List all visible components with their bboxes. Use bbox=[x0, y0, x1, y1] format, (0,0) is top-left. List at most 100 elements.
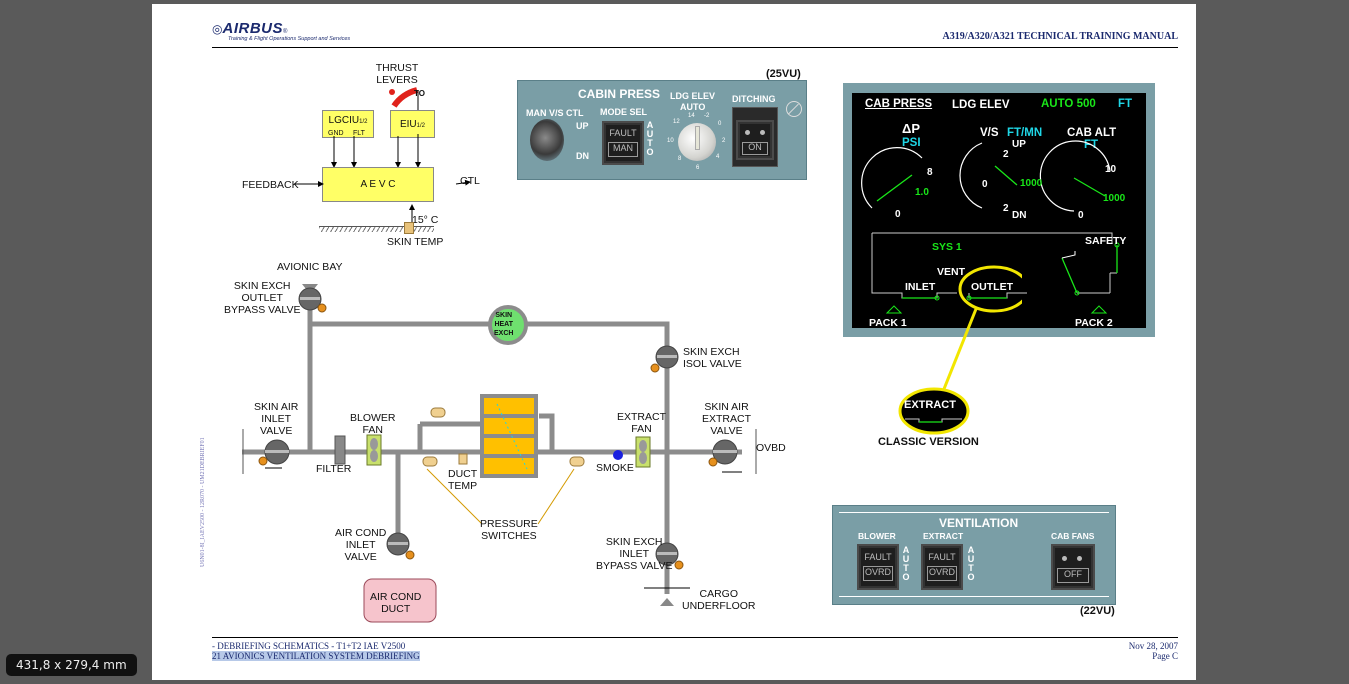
pressure-switch-icon bbox=[430, 407, 446, 418]
ecam-psi-unit: PSI bbox=[902, 137, 921, 149]
cabin-press-title: CABIN PRESS bbox=[578, 87, 661, 101]
skin-exch-isol-label: SKIN EXCH ISOL VALVE bbox=[683, 346, 742, 370]
classic-version-label: CLASSIC VERSION bbox=[878, 436, 979, 448]
fuselage-skin bbox=[319, 226, 434, 232]
cab-alt-gauge-needle bbox=[1073, 177, 1106, 197]
brand-name: AIRBUS bbox=[222, 20, 283, 37]
airbus-logo: ◎AIRBUS® Training & Flight Operations Su… bbox=[212, 20, 351, 42]
lgciu-box: LGCIU1/2 GND FLT bbox=[322, 110, 374, 138]
duct-temp-sensor-icon bbox=[458, 453, 468, 465]
ecam-sys-label: SYS 1 bbox=[932, 241, 962, 253]
aevc-arrows bbox=[331, 134, 471, 224]
extract-button[interactable]: FAULT OVRD bbox=[921, 544, 963, 590]
ldg-elev-knob[interactable] bbox=[678, 123, 716, 161]
ecam-cab-alt-label: CAB ALT bbox=[1067, 127, 1117, 139]
avionics-equipments-label-icon bbox=[496, 403, 528, 470]
air-cond-duct-label: AIR COND DUCT bbox=[370, 591, 422, 615]
pressure-switch-icon bbox=[422, 456, 438, 467]
ecam-ftmn-unit: FT/MN bbox=[1007, 127, 1043, 139]
mode-sel-button[interactable]: FAULT MAN bbox=[602, 121, 644, 165]
air-cond-inlet-label: AIR COND INLET VALVE bbox=[335, 527, 387, 563]
ecam-gauges bbox=[861, 140, 1120, 314]
panel-22vu-id: (22VU) bbox=[1080, 605, 1115, 617]
vs-zero-tick: 0 bbox=[982, 179, 988, 190]
vent-frame bbox=[872, 232, 1113, 243]
ecam-screen: CAB PRESS LDG ELEV AUTO 500 FT ΔP PSI V/… bbox=[852, 93, 1146, 329]
pressure-switch-icon bbox=[569, 456, 585, 467]
ventilation-schematic bbox=[242, 284, 757, 623]
motor-icon bbox=[405, 550, 415, 560]
vs-value: 1000 bbox=[1020, 178, 1043, 189]
ecam-auto-value: AUTO 500 bbox=[1041, 98, 1096, 110]
temp-label: 15° C bbox=[412, 214, 439, 226]
man-vs-ctl-toggle[interactable] bbox=[530, 119, 564, 161]
vs-gauge-arc bbox=[959, 142, 983, 209]
skin-heat-exch-icon bbox=[488, 305, 528, 345]
ecam-vs-label: V/S bbox=[980, 127, 999, 139]
vs-dn-tick: 2 bbox=[1003, 203, 1009, 214]
panel-25vu-id: (25VU) bbox=[766, 68, 801, 80]
ventilation-title: VENTILATION bbox=[939, 516, 1019, 530]
footer-date: Nov 28, 2007 bbox=[1128, 641, 1178, 651]
avionic-bay-label: AVIONIC BAY bbox=[277, 261, 343, 273]
skin-air-inlet-label: SKIN AIR INLET VALVE bbox=[254, 401, 299, 437]
feedback-label: FEEDBACK bbox=[242, 179, 299, 191]
ditching-label: DITCHING bbox=[732, 94, 776, 104]
footer-chapter: - DEBRIEFING SCHEMATICS - T1+T2 IAE V250… bbox=[212, 641, 406, 651]
header-divider bbox=[212, 47, 1178, 48]
motor-icon bbox=[708, 457, 718, 467]
vs-up-tick: 2 bbox=[1003, 149, 1009, 160]
vs-up-label: UP bbox=[1012, 139, 1026, 150]
extract-fan-label: EXTRACT FAN bbox=[617, 411, 667, 435]
ditching-button[interactable]: ON bbox=[736, 120, 774, 160]
eiu-box: EIU1/2 bbox=[390, 110, 435, 138]
pressure-switch-leader bbox=[537, 468, 575, 525]
ventilation-panel: VENTILATION BLOWER EXTRACT CAB FANS FAUL… bbox=[832, 505, 1116, 605]
ecam-safety-label: SAFETY bbox=[1085, 235, 1127, 247]
man-vs-ctl-label: MAN V/S CTL bbox=[526, 108, 584, 118]
alt-max-tick: 10 bbox=[1105, 164, 1117, 175]
ldg-elev-auto-label: AUTO bbox=[680, 102, 706, 112]
vs-dn-label: DN bbox=[1012, 210, 1027, 221]
mode-sel-label: MODE SEL bbox=[600, 107, 648, 117]
ditching-guard[interactable]: ON bbox=[732, 107, 778, 167]
motor-icon bbox=[650, 363, 660, 373]
pressure-switches-label: PRESSURE SWITCHES bbox=[480, 518, 538, 542]
blower-fan-label: BLOWER FAN bbox=[350, 412, 396, 436]
blower-button[interactable]: FAULT OVRD bbox=[857, 544, 899, 590]
to-label: TO bbox=[414, 89, 425, 98]
footer-page: Page C bbox=[1152, 651, 1178, 661]
panel-screw-icon bbox=[786, 101, 802, 117]
footer-section-title: 21 AVIONICS VENTILATION SYSTEM DEBRIEFIN… bbox=[212, 651, 420, 661]
ecam-vent-label: VENT bbox=[937, 266, 966, 278]
up-label: UP bbox=[576, 121, 589, 131]
filter-icon bbox=[334, 435, 346, 465]
cabin-press-panel: CABIN PRESS MAN V/S CTL UP DN MODE SEL F… bbox=[517, 80, 807, 180]
ecam-inlet-label: INLET bbox=[905, 281, 936, 293]
cab-fans-button[interactable]: OFF bbox=[1051, 544, 1095, 590]
skin-exch-outlet-label: SKIN EXCH OUTLET BYPASS VALVE bbox=[224, 280, 301, 316]
skin-temp-label: SKIN TEMP bbox=[387, 236, 444, 248]
aevc-box: A E V C bbox=[322, 167, 434, 202]
cargo-underfloor-label: CARGO UNDERFLOOR bbox=[682, 588, 756, 612]
skin-exch-inlet-label: SKIN EXCH INLET BYPASS VALVE bbox=[596, 536, 673, 572]
duct-temp-label: DUCT TEMP bbox=[448, 468, 478, 492]
alt-min-tick: 0 bbox=[1078, 210, 1084, 221]
skin-temp-sensor-icon bbox=[404, 222, 414, 234]
smoke-label: SMOKE bbox=[596, 462, 634, 474]
ecam-pack1-label: PACK 1 bbox=[869, 317, 907, 329]
motor-icon bbox=[258, 456, 268, 466]
flt-label: FLT bbox=[353, 130, 365, 137]
ldg-elev-label: LDG ELEV bbox=[670, 91, 716, 101]
filter-label: FILTER bbox=[316, 463, 352, 475]
dp-gauge-arc bbox=[861, 147, 923, 209]
dp-value: 1.0 bbox=[915, 187, 929, 198]
motor-icon bbox=[674, 560, 684, 570]
cab-alt-gauge-arc bbox=[1039, 140, 1111, 212]
ecam-cab-press-title: CAB PRESS bbox=[865, 98, 933, 110]
ecam-ft-unit: FT bbox=[1118, 98, 1133, 110]
wall-hatches bbox=[242, 429, 757, 474]
gnd-label: GND bbox=[328, 130, 344, 137]
